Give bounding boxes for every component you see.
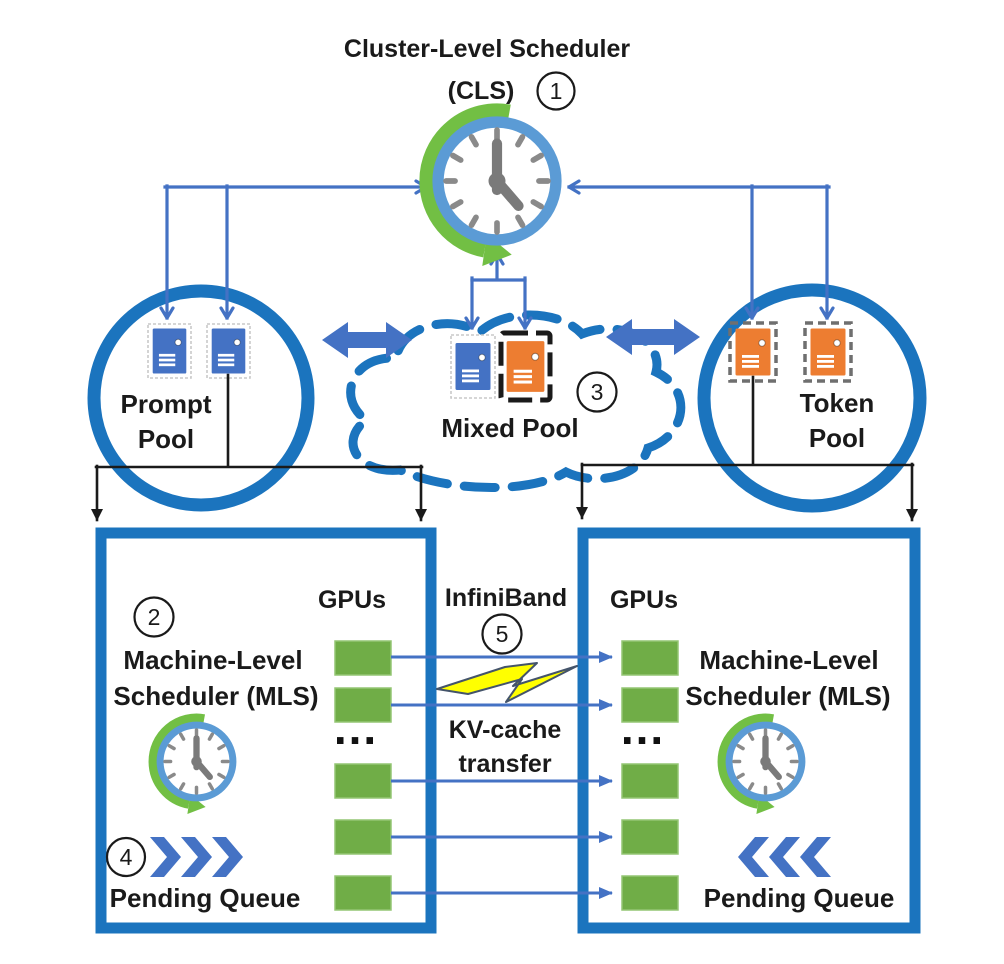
mixed-blue-server-icon [454,342,492,391]
pending-queue-chevrons-right [738,837,831,877]
cls-subtitle: (CLS) [448,77,515,105]
token-pool-label-1: Token [800,388,875,418]
gpu-rect [621,819,679,855]
badge-3: 3 [576,371,618,413]
gpu-column-right [621,640,679,911]
mls-right-label-2: Scheduler (MLS) [685,681,890,711]
badge-5-number: 5 [496,621,509,647]
infiniband-label: InfiniBand [445,584,567,612]
mls-left-label-1: Machine-Level [123,645,302,675]
gpu-ellipsis-left: ... [334,702,378,754]
server-frame-black [498,330,553,403]
mixed-orange-server-icon [506,340,545,393]
mixed-pool-label: Mixed Pool [441,413,578,443]
badge-2-number: 2 [148,604,161,630]
badge-4-number: 4 [120,844,133,870]
pending-queue-label-left: Pending Queue [110,883,301,913]
badge-1-number: 1 [550,78,563,104]
mixed-token-exchange-arrow [606,319,700,355]
cls-title: Cluster-Level Scheduler [344,35,630,63]
prompt-pool-circle [87,284,315,512]
gpu-rect [334,763,392,799]
kv-cache-label-1: KV-cache [449,716,562,744]
pending-queue-chevrons-left [150,837,243,877]
gpu-rect [621,763,679,799]
pool-to-machine-connectors [91,373,918,522]
prompt-server-icon [211,327,246,375]
lightning-icon [436,662,578,703]
gpu-rect [334,640,392,676]
mls-left-label-2: Scheduler (MLS) [113,681,318,711]
gpu-ellipsis-right: ... [621,702,665,754]
badge-1: 1 [536,71,576,111]
badge-3-number: 3 [591,379,604,405]
token-pool-label-2: Pool [809,423,865,453]
gpus-label-left: GPUs [318,586,386,614]
prompt-server-icon [152,327,187,375]
cls-connectors [159,179,835,330]
gpu-rect [334,687,392,723]
kv-transfer-arrows [391,651,613,899]
prompt-mixed-exchange-arrow [322,322,412,358]
cls-clock-icon [427,111,556,266]
server-frame [450,334,496,399]
pending-queue-label-right: Pending Queue [704,883,895,913]
badge-4: 4 [105,836,147,878]
gpus-label-right: GPUs [610,586,678,614]
mls-right-label-1: Machine-Level [699,645,878,675]
prompt-pool-label-1: Prompt [121,389,212,419]
badge-2: 2 [133,596,175,638]
server-frame [206,323,251,379]
gpu-rect [334,875,392,911]
token-server-icon [810,328,846,376]
kv-cache-label-2: transfer [458,750,551,778]
server-frame [147,323,192,379]
token-server-icon [735,328,771,376]
gpu-rect [621,640,679,676]
gpu-rect [621,875,679,911]
prompt-pool-label-2: Pool [138,424,194,454]
gpu-rect [334,819,392,855]
gpu-rect [621,687,679,723]
badge-5: 5 [481,613,523,655]
